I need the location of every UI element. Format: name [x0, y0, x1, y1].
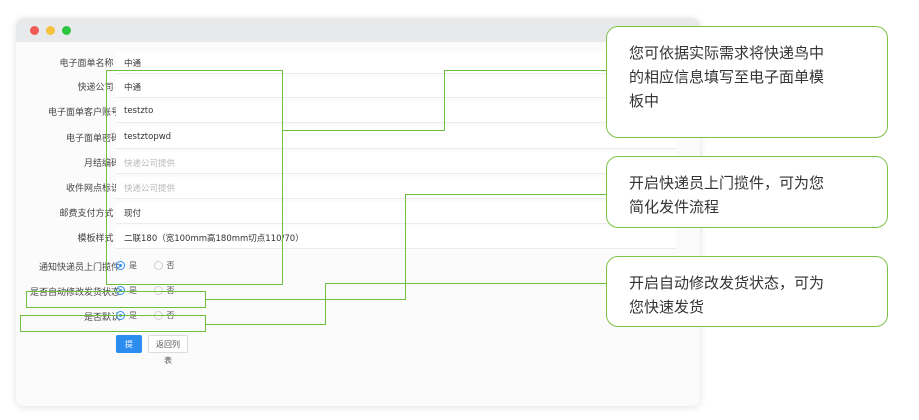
radio-checked-icon	[116, 286, 125, 295]
waybill-password-input[interactable]: testztopwd	[116, 127, 676, 149]
connector-line	[405, 194, 406, 300]
form-row-payment-method: 邮费支付方式* 现付	[16, 201, 700, 225]
payment-method-select[interactable]: 现付	[116, 202, 676, 224]
connector-line	[206, 324, 326, 325]
radio-option-yes[interactable]: 是	[116, 285, 137, 296]
field-label: 电子面单客户账号	[47, 108, 120, 118]
app-window: 电子面单名称* 中通 快递公司* 中通 电子面单客户账号 testzto 电子面…	[16, 18, 700, 406]
form-row-courier-company: 快递公司* 中通	[16, 75, 700, 99]
branch-id-input[interactable]: 快递公司提供	[116, 177, 676, 199]
field-value: 中通	[124, 59, 142, 69]
form-row-waybill-password: 电子面单密码 testztopwd	[16, 126, 700, 150]
waybill-name-input[interactable]: 中通	[116, 52, 676, 74]
submit-button[interactable]: 提交	[116, 335, 142, 367]
field-label: 月结编码	[83, 159, 120, 169]
field-value: testzto	[124, 106, 154, 116]
template-style-select[interactable]: 二联180（宽100mm高180mm切点110/70）	[116, 227, 676, 249]
form-row-customer-account: 电子面单客户账号 testzto	[16, 100, 700, 124]
field-label: 是否自动修改发货状态	[29, 288, 120, 298]
field-label: 通知快递员上门揽件	[38, 263, 120, 273]
radio-unchecked-icon	[153, 286, 163, 295]
maximize-window-icon[interactable]	[62, 26, 71, 35]
minimize-window-icon[interactable]	[46, 26, 55, 35]
field-label: 是否默认	[83, 313, 120, 323]
callout-pickup: 开启快递员上门揽件，可为您 简化发件流程	[606, 156, 888, 228]
notify-pickup-radio-group: 是 否	[116, 260, 189, 271]
form-row-waybill-name: 电子面单名称* 中通	[16, 51, 700, 75]
close-window-icon[interactable]	[30, 26, 39, 35]
electronic-waybill-form: 电子面单名称* 中通 快递公司* 中通 电子面单客户账号 testzto 电子面…	[16, 42, 700, 406]
radio-option-no[interactable]: 否	[153, 285, 175, 296]
field-label: 模板样式	[77, 234, 114, 244]
field-value: testztopwd	[124, 132, 172, 142]
field-placeholder: 快递公司提供	[124, 159, 176, 169]
connector-line	[405, 194, 606, 195]
radio-unchecked-icon	[153, 261, 163, 270]
radio-checked-icon	[116, 261, 125, 270]
connector-line	[283, 130, 445, 131]
field-label: 快递公司	[77, 83, 114, 93]
connector-line	[325, 283, 326, 325]
form-row-notify-pickup: 通知快递员上门揽件 是 否	[16, 255, 700, 279]
field-label: 收件网点标识	[65, 184, 120, 194]
window-titlebar	[16, 18, 700, 42]
auto-ship-highlight-box	[20, 315, 206, 332]
connector-line	[206, 299, 406, 300]
customer-account-input[interactable]: testzto	[116, 101, 676, 123]
field-placeholder: 快递公司提供	[124, 184, 176, 194]
connector-line	[444, 70, 445, 131]
field-label: 电子面单密码	[65, 134, 120, 144]
field-value: 中通	[124, 83, 142, 93]
fields-highlight-box	[106, 70, 283, 285]
radio-option-no[interactable]: 否	[153, 260, 175, 271]
connector-line	[444, 70, 606, 71]
auto-ship-status-radio-group: 是 否	[116, 285, 189, 296]
form-row-monthly-code: 月结编码 快递公司提供	[16, 151, 700, 175]
form-row-template-style: 模板样式* 二联180（宽100mm高180mm切点110/70）	[16, 226, 700, 250]
monthly-code-input[interactable]: 快递公司提供	[116, 152, 676, 174]
connector-line	[325, 283, 606, 284]
notify-pickup-highlight-box	[26, 291, 206, 308]
back-to-list-button[interactable]: 返回列表	[148, 335, 188, 365]
field-label: 邮费支付方式	[59, 209, 114, 219]
callout-template-info: 您可依据实际需求将快递鸟中 的相应信息填写至电子面单模 板中	[606, 26, 888, 138]
field-value: 二联180（宽100mm高180mm切点110/70）	[124, 234, 304, 244]
field-label: 电子面单名称	[59, 59, 114, 69]
form-row-auto-ship-status: 是否自动修改发货状态 是 否	[16, 280, 700, 304]
radio-option-yes[interactable]: 是	[116, 260, 137, 271]
callout-auto-ship: 开启自动修改发货状态，可为 您快速发货	[606, 256, 888, 327]
courier-company-select[interactable]: 中通	[116, 76, 676, 98]
field-value: 现付	[124, 209, 142, 219]
form-row-branch-id: 收件网点标识 快递公司提供	[16, 176, 700, 200]
